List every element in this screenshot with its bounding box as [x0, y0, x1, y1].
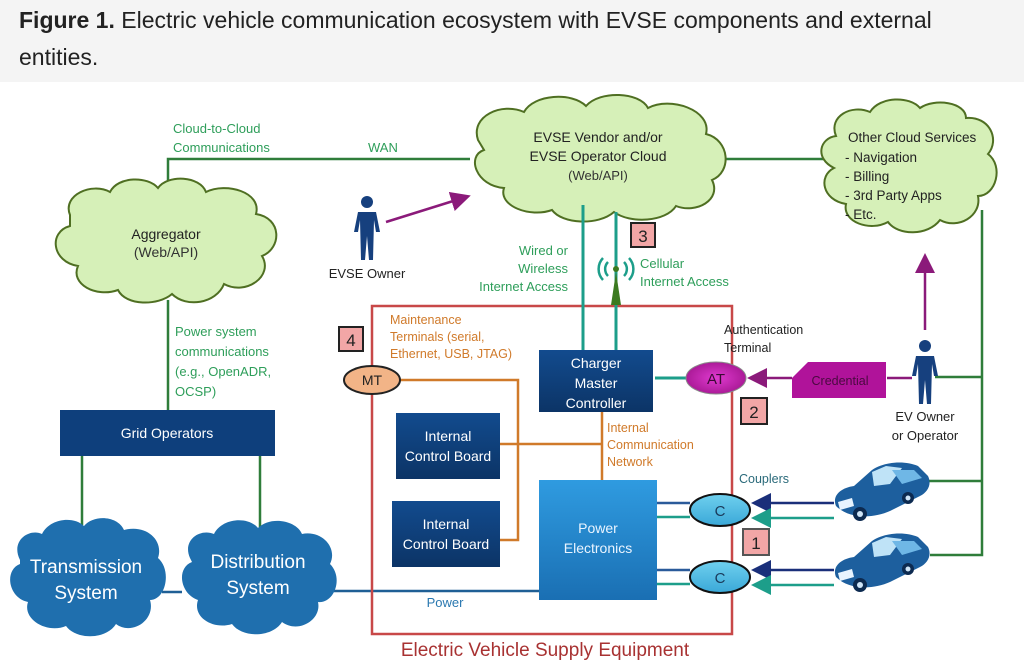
maintenance-label: Maintenance — [390, 313, 462, 327]
cmc-label: Charger — [571, 355, 622, 371]
cloud-to-cloud-label: Cloud-to-Cloud — [173, 121, 260, 136]
distribution-line1: Distribution — [210, 552, 305, 573]
power-system-comms-label: Power system — [175, 324, 257, 339]
grid-operators-box: Grid Operators — [60, 410, 275, 456]
figure-label: Figure 1. — [19, 7, 115, 33]
auth-terminal-label: Authentication — [724, 323, 803, 337]
vendor-cloud-line3: (Web/API) — [568, 168, 628, 183]
icb-label: Control Board — [403, 536, 489, 552]
vendor-cloud: EVSE Vendor and/or EVSE Operator Cloud (… — [473, 93, 727, 223]
charger-master-controller-box: Charger Master Controller — [539, 350, 653, 412]
other-cloud-item: - 3rd Party Apps — [845, 188, 942, 203]
vendor-cloud-line2: EVSE Operator Cloud — [530, 148, 667, 164]
at-label: AT — [707, 371, 725, 388]
cellular-access-label: Cellular — [640, 256, 685, 271]
vendor-cloud-line1: EVSE Vendor and/or — [533, 129, 663, 145]
badge-number: 1 — [751, 534, 760, 553]
internal-network-lines — [400, 378, 604, 542]
other-cloud-item: - Navigation — [845, 150, 917, 165]
owner-to-cloud-arrow — [385, 191, 471, 224]
aggregator-cloud: Aggregator (Web/API) — [54, 177, 278, 304]
maintenance-label: Ethernet, USB, JTAG) — [390, 347, 512, 361]
distribution-line2: System — [226, 578, 289, 599]
pe-label: Electronics — [564, 540, 632, 556]
auth-terminal-label: Terminal — [724, 341, 771, 355]
authentication-terminal-oval: AT — [685, 361, 747, 395]
credential-label: Credential — [812, 374, 869, 388]
maintenance-terminal-oval: MT — [343, 365, 401, 395]
wan-label: WAN — [368, 140, 398, 155]
internal-control-board-1: Internal Control Board — [396, 413, 500, 479]
badge-number: 2 — [749, 403, 758, 422]
maintenance-label: Terminals (serial, — [390, 330, 484, 344]
icn-label: Internal — [607, 421, 649, 435]
wired-access-label: Wireless — [518, 261, 568, 276]
cellular-access-label: Internet Access — [640, 274, 729, 289]
other-cloud-title: Other Cloud Services — [848, 130, 977, 145]
ev-owner-label: or Operator — [892, 428, 959, 443]
ev-owner-person-icon — [912, 340, 938, 404]
figure-caption-text: Electric vehicle communication ecosystem… — [19, 7, 932, 70]
other-cloud-item: - Billing — [845, 169, 889, 184]
wired-access-label: Internet Access — [479, 279, 568, 294]
aggregator-subtitle: (Web/API) — [134, 244, 198, 260]
badge-4: 4 — [338, 326, 364, 352]
coupler-lines — [657, 493, 834, 595]
grid-operators-label: Grid Operators — [121, 425, 214, 441]
ev-car-icon — [834, 462, 930, 521]
evse-owner-person-icon — [354, 196, 380, 260]
evse-label: Electric Vehicle Supply Equipment — [401, 640, 690, 661]
badge-3: 3 — [630, 222, 656, 248]
cloud-to-cloud-label: Communications — [173, 140, 270, 155]
coupler-label: C — [715, 503, 726, 520]
aggregator-title: Aggregator — [131, 226, 201, 242]
credential-shape: Credential — [792, 362, 886, 398]
cellular-antenna-icon — [597, 257, 635, 305]
ev-owner-label: EV Owner — [895, 409, 955, 424]
figure-caption: Figure 1. Electric vehicle communication… — [0, 0, 1024, 82]
badge-1: 1 — [742, 528, 770, 556]
power-system-comms-label: communications — [175, 344, 269, 359]
internal-control-board-2: Internal Control Board — [392, 501, 500, 567]
icb-label: Internal — [423, 516, 470, 532]
coupler-oval-1: C — [689, 493, 751, 527]
icn-label: Network — [607, 455, 654, 469]
icb-label: Control Board — [405, 448, 491, 464]
transmission-line2: System — [54, 583, 117, 604]
badge-2: 2 — [740, 397, 768, 425]
ev-car-icon — [834, 533, 930, 592]
distribution-cloud: Distribution System — [181, 520, 337, 635]
mt-label: MT — [362, 372, 383, 388]
ev-ecosystem-diagram: Aggregator (Web/API) EVSE Vendor and/or … — [10, 93, 998, 661]
power-system-comms-label: (e.g., OpenADR, — [175, 364, 271, 379]
coupler-label: C — [715, 570, 726, 587]
cmc-label: Master — [575, 375, 618, 391]
power-electronics-box: Power Electronics — [539, 480, 657, 600]
power-system-comms-label: OCSP) — [175, 384, 216, 399]
wired-access-label: Wired or — [519, 243, 569, 258]
power-label: Power — [427, 595, 465, 610]
badge-number: 3 — [638, 227, 647, 246]
transmission-line1: Transmission — [30, 557, 142, 578]
cmc-label: Controller — [566, 395, 627, 411]
evse-boundary — [370, 304, 734, 636]
icn-label: Communication — [607, 438, 694, 452]
transmission-cloud: Transmission System — [10, 518, 166, 637]
right-bus-line — [930, 210, 984, 557]
pe-label: Power — [578, 520, 618, 536]
couplers-label: Couplers — [739, 472, 789, 486]
badge-number: 4 — [346, 331, 355, 350]
evse-owner-label: EVSE Owner — [329, 266, 406, 281]
coupler-oval-2: C — [689, 560, 751, 594]
other-cloud-services: Other Cloud Services - Navigation - Bill… — [820, 98, 998, 234]
other-cloud-item: - Etc. — [845, 207, 877, 222]
icb-label: Internal — [425, 428, 472, 444]
comm-labels: Cloud-to-Cloud Communications WAN Power … — [173, 121, 729, 399]
